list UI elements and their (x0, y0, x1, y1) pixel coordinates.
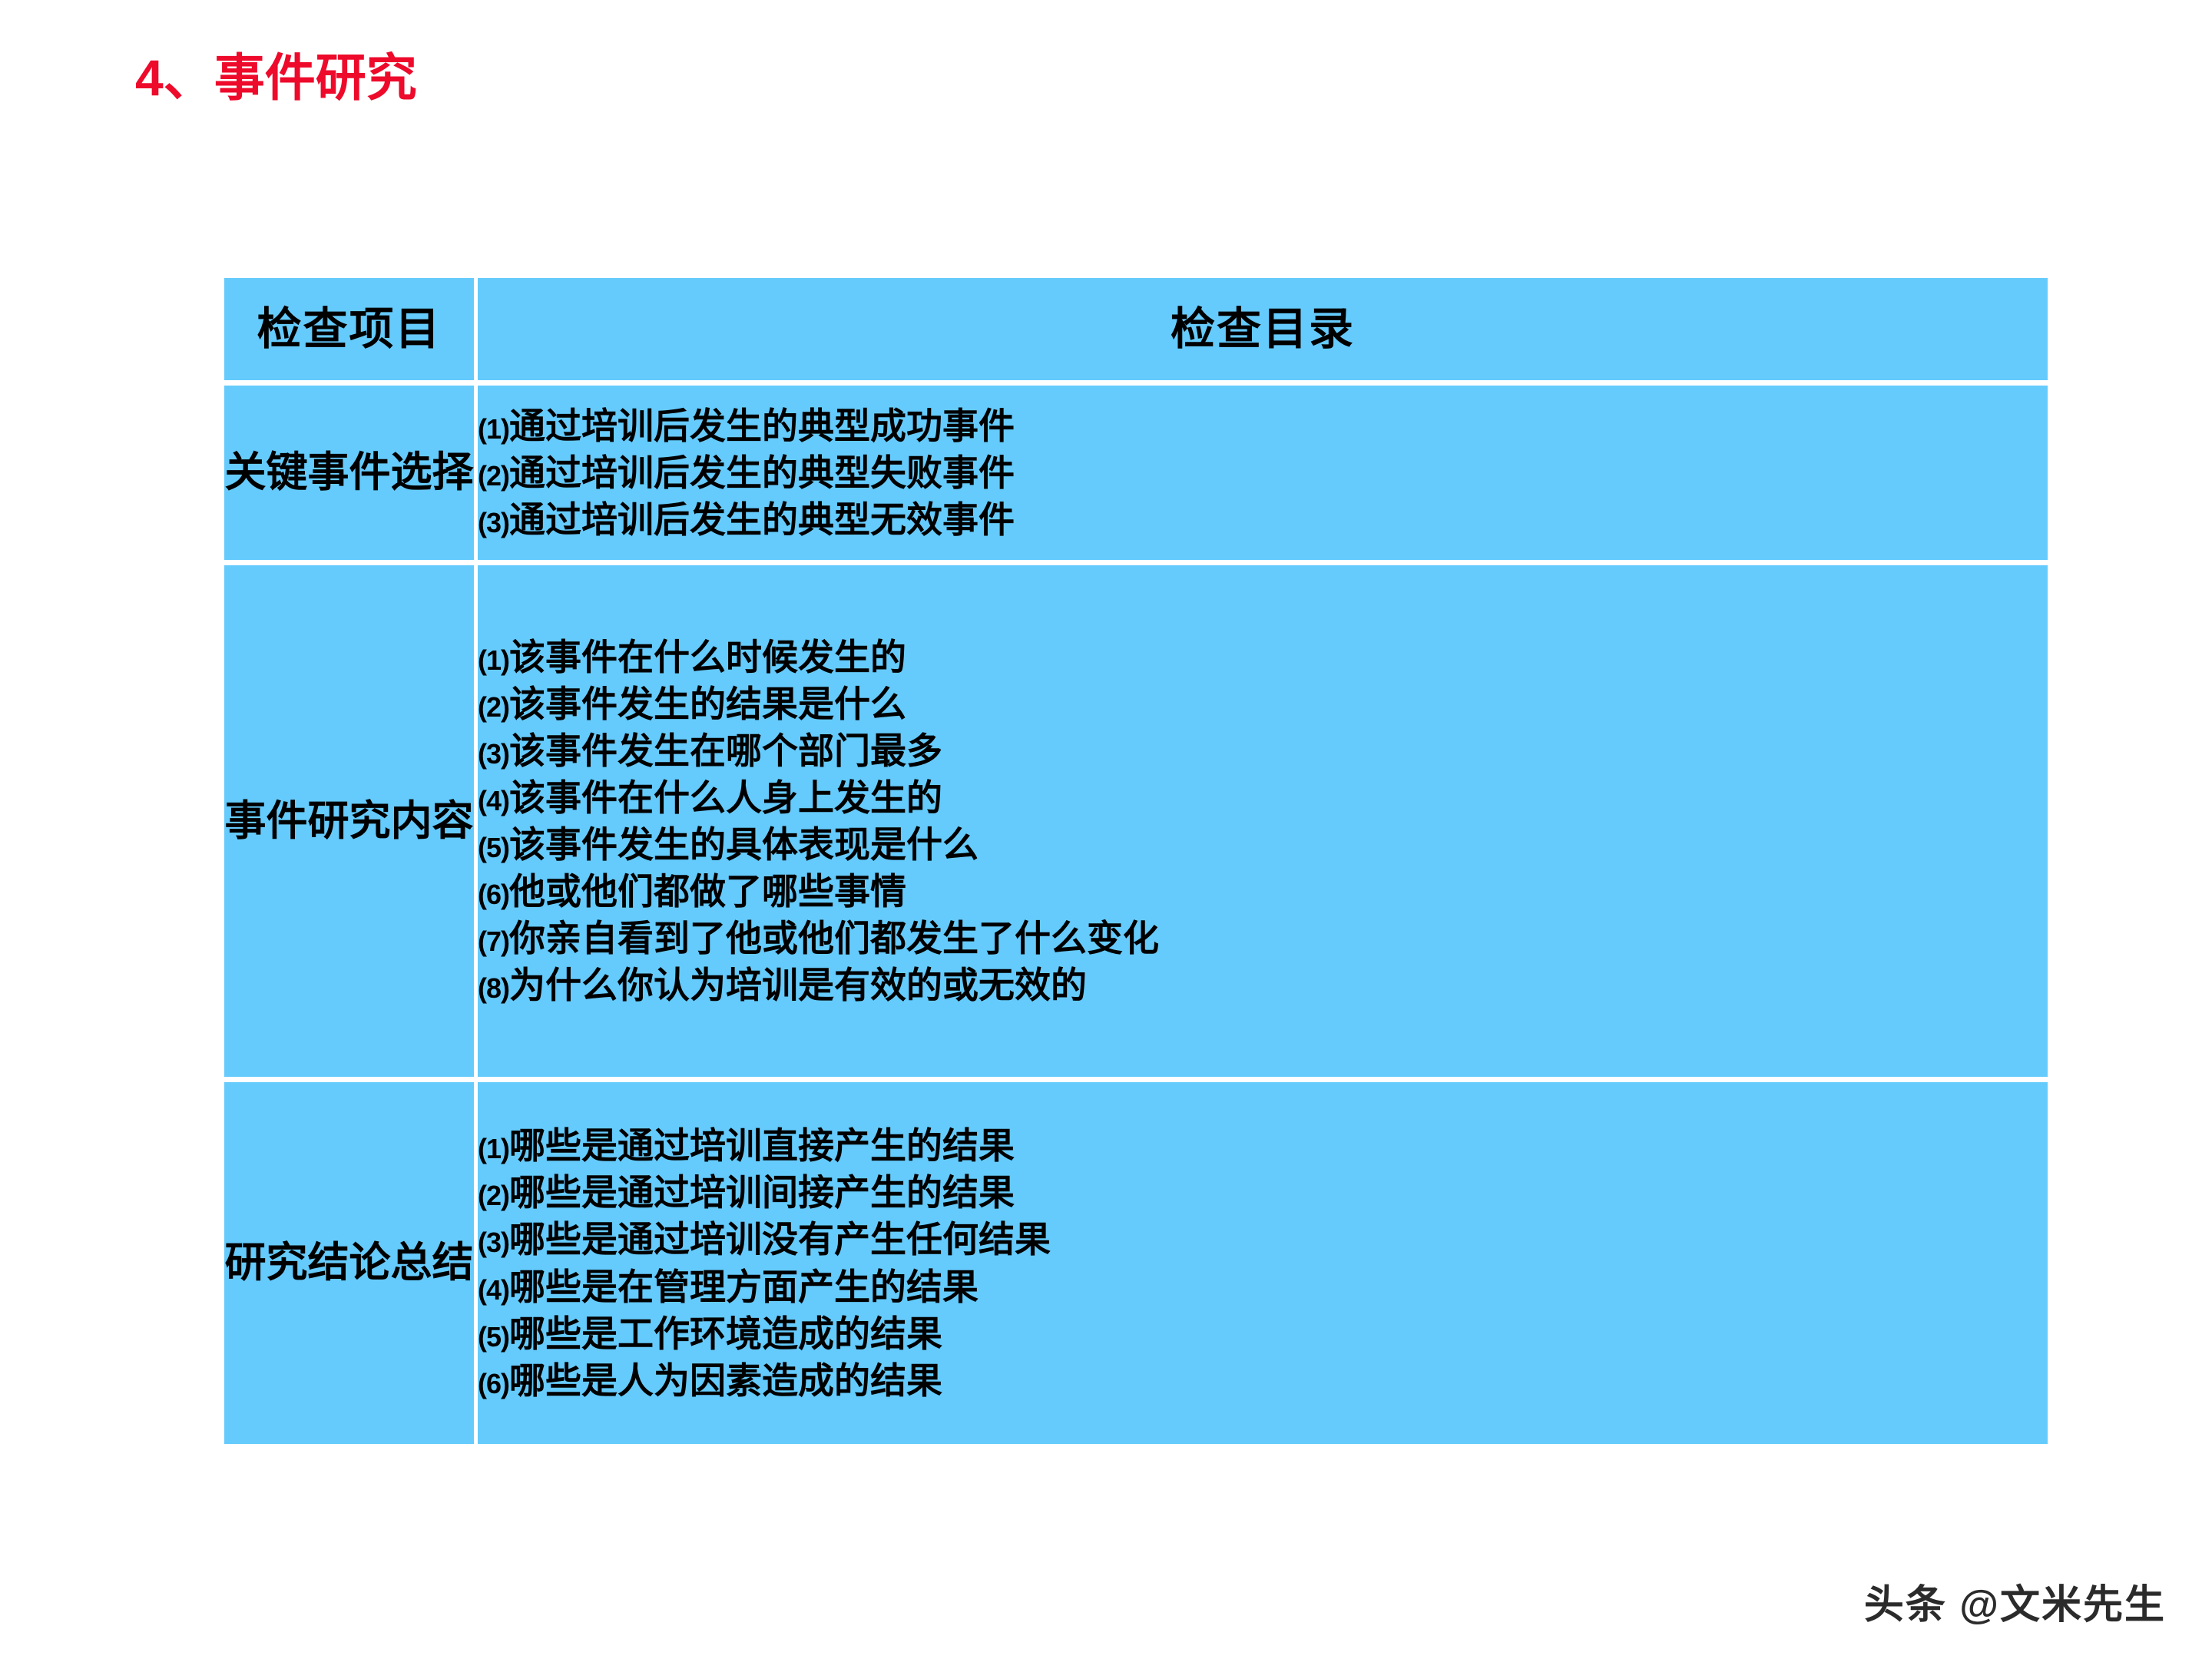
list-item-index: (5) (478, 832, 510, 863)
list-item-index: (6) (478, 1367, 510, 1399)
list-item: (7)你亲自看到了他或他们都发生了什么变化 (478, 915, 2048, 962)
list-item-index: (3) (478, 507, 510, 539)
list-item: (3)哪些是通过培训没有产生任何结果 (478, 1216, 2048, 1263)
list-item: (8)为什么你认为培训是有效的或无效的 (478, 962, 2048, 1008)
list-item-text: 你亲自看到了他或他们都发生了什么变化 (509, 918, 1159, 959)
row-entries-study-conclusion-summary: (1)哪些是通过培训直接产生的结果 (2)哪些是通过培训间接产生的结果 (3)哪… (478, 1082, 2048, 1444)
table-header-row: 检查项目 检查目录 (224, 278, 2048, 386)
list-item: (2)哪些是通过培训间接产生的结果 (478, 1169, 2048, 1216)
list-item-text: 哪些是人为因素造成的结果 (509, 1359, 942, 1401)
list-item-index: (4) (478, 784, 510, 816)
list-item-text: 哪些是通过培训间接产生的结果 (509, 1172, 1015, 1214)
check-table: 检查项目 检查目录 关键事件选择 (1)通过培训后发生的典型成功事件 (2)通过… (224, 278, 2048, 1444)
table-row: 事件研究内容 (1)该事件在什么时候发生的 (2)该事件发生的结果是什么 (3)… (224, 565, 2048, 1082)
row-entries-event-study-content: (1)该事件在什么时候发生的 (2)该事件发生的结果是什么 (3)该事件发生在哪… (478, 565, 2048, 1082)
page-title-text: 事件研究 (214, 49, 417, 106)
table-row: 关键事件选择 (1)通过培训后发生的典型成功事件 (2)通过培训后发生的典型失败… (224, 386, 2048, 565)
list-item-text: 该事件发生的结果是什么 (509, 683, 906, 724)
list-item: (5)哪些是工作环境造成的结果 (478, 1310, 2048, 1357)
list-item: (3)通过培训后发生的典型无效事件 (478, 496, 2048, 543)
list-item-index: (3) (478, 1227, 510, 1259)
header-check-item: 检查项目 (224, 278, 478, 386)
list-item-index: (4) (478, 1273, 510, 1306)
watermark: 头条 @文米先生 (1863, 1583, 2166, 1628)
list-item: (6)他或他们都做了哪些事情 (478, 868, 2048, 915)
list-item-text: 为什么你认为培训是有效的或无效的 (509, 965, 1087, 1006)
list-item: (4)该事件在什么人身上发生的 (478, 774, 2048, 821)
list-item-text: 该事件发生的具体表现是什么 (509, 824, 979, 865)
list-item-text: 通过培训后发生的典型无效事件 (509, 499, 1015, 541)
list-item-text: 通过培训后发生的典型成功事件 (509, 405, 1015, 446)
list-item: (2)通过培训后发生的典型失败事件 (478, 449, 2048, 496)
list-item-index: (1) (478, 1133, 510, 1165)
list-item: (1)通过培训后发生的典型成功事件 (478, 402, 2048, 449)
list-item-index: (1) (478, 412, 510, 445)
list-item: (2)该事件发生的结果是什么 (478, 680, 2048, 727)
page-title: 4、事件研究 (135, 52, 417, 103)
list-item-index: (5) (478, 1320, 510, 1353)
row-label-key-event-selection: 关键事件选择 (224, 386, 478, 565)
list-item-index: (7) (478, 926, 510, 958)
list-item-text: 该事件发生在哪个部门最多 (509, 730, 942, 771)
list-item-index: (1) (478, 644, 510, 676)
row-entries-key-event-selection: (1)通过培训后发生的典型成功事件 (2)通过培训后发生的典型失败事件 (3)通… (478, 386, 2048, 565)
list-item: (1)该事件在什么时候发生的 (478, 634, 2048, 680)
list-item-index: (2) (478, 690, 510, 723)
list-item: (3)该事件发生在哪个部门最多 (478, 727, 2048, 774)
list-item-text: 通过培训后发生的典型失败事件 (509, 452, 1015, 493)
table-row: 研究结论总结 (1)哪些是通过培训直接产生的结果 (2)哪些是通过培训间接产生的… (224, 1082, 2048, 1444)
list-item-text: 他或他们都做了哪些事情 (509, 871, 906, 912)
page-title-number: 4、 (135, 49, 214, 106)
list-item-index: (2) (478, 459, 510, 492)
list-item-text: 哪些是工作环境造成的结果 (509, 1313, 942, 1354)
list-item: (1)哪些是通过培训直接产生的结果 (478, 1122, 2048, 1169)
row-label-event-study-content: 事件研究内容 (224, 565, 478, 1082)
list-item-text: 哪些是在管理方面产生的结果 (509, 1266, 979, 1307)
list-item-text: 该事件在什么时候发生的 (509, 636, 906, 677)
list-item: (6)哪些是人为因素造成的结果 (478, 1357, 2048, 1404)
list-item-text: 哪些是通过培训没有产生任何结果 (509, 1219, 1051, 1260)
list-item-index: (3) (478, 737, 510, 770)
header-check-list: 检查目录 (478, 278, 2048, 386)
list-item: (5)该事件发生的具体表现是什么 (478, 821, 2048, 868)
list-item-index: (8) (478, 972, 510, 1005)
list-item-index: (6) (478, 879, 510, 911)
list-item-index: (2) (478, 1180, 510, 1212)
list-item: (4)哪些是在管理方面产生的结果 (478, 1263, 2048, 1310)
list-item-text: 哪些是通过培训直接产生的结果 (509, 1125, 1015, 1167)
list-item-text: 该事件在什么人身上发生的 (509, 777, 942, 818)
row-label-study-conclusion-summary: 研究结论总结 (224, 1082, 478, 1444)
